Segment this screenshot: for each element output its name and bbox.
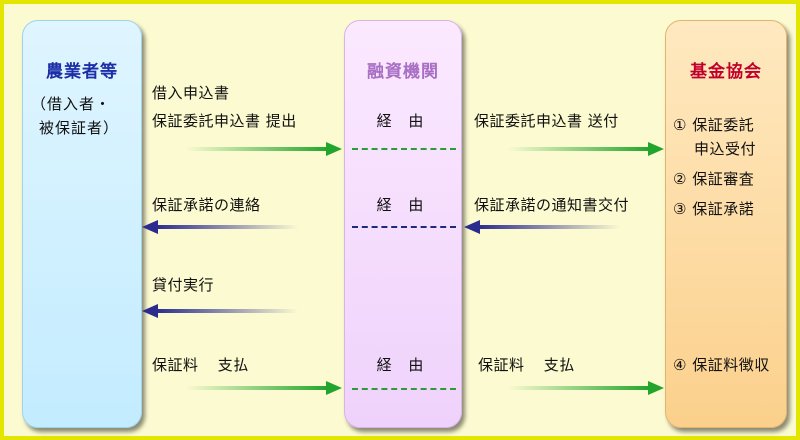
arrow-fee-bank-right (508, 381, 664, 395)
label-guarantee-application-send: 保証委託申込書 送付 (474, 112, 619, 130)
arrow-document-left (464, 220, 620, 234)
fund-step-1: ① 保証委託 (673, 116, 755, 134)
fund-title: 基金協会 (690, 62, 762, 82)
fund-column: 基金協会 (665, 20, 787, 428)
farmer-column: 農業者等 （借入者・ 被保証者） (22, 20, 142, 428)
arrow-submit-right (186, 142, 342, 156)
label-approval-notice: 保証承諾の連絡 (152, 196, 261, 214)
via-label-3: 経 由 (376, 356, 430, 374)
fund-step-3: ③ 保証承諾 (673, 200, 755, 218)
bank-title: 融資機関 (367, 62, 439, 82)
arrow-fee-right (186, 381, 342, 395)
bank-column: 融資機関 (344, 20, 462, 428)
label-fee-payment-bank: 保証料 支払 (478, 356, 575, 374)
label-loan-application: 借入申込書 (152, 84, 230, 102)
arrow-approval-left (142, 220, 298, 234)
label-guarantee-application-submit: 保証委託申込書 提出 (152, 112, 297, 130)
farmer-subtitle-line1: （借入者・ (31, 95, 112, 113)
label-loan-execution: 貸付実行 (152, 276, 215, 294)
fund-step-4: ④ 保証料徴収 (673, 356, 770, 374)
fund-step-2: ② 保証審査 (673, 170, 755, 188)
via-divider-2 (352, 226, 456, 228)
farmer-title: 農業者等 (46, 62, 118, 82)
label-fee-payment: 保証料 支払 (152, 356, 249, 374)
fund-step-1-cont: 申込受付 (694, 140, 757, 158)
via-label-1: 経 由 (376, 112, 430, 130)
label-approval-document: 保証承諾の通知書交付 (474, 196, 630, 214)
farmer-subtitle-line2: 被保証者） (39, 119, 120, 137)
via-divider-1 (352, 148, 456, 150)
via-label-2: 経 由 (376, 196, 430, 214)
arrow-send-right (508, 142, 664, 156)
arrow-loan-left (142, 304, 298, 318)
via-divider-3 (352, 388, 456, 390)
